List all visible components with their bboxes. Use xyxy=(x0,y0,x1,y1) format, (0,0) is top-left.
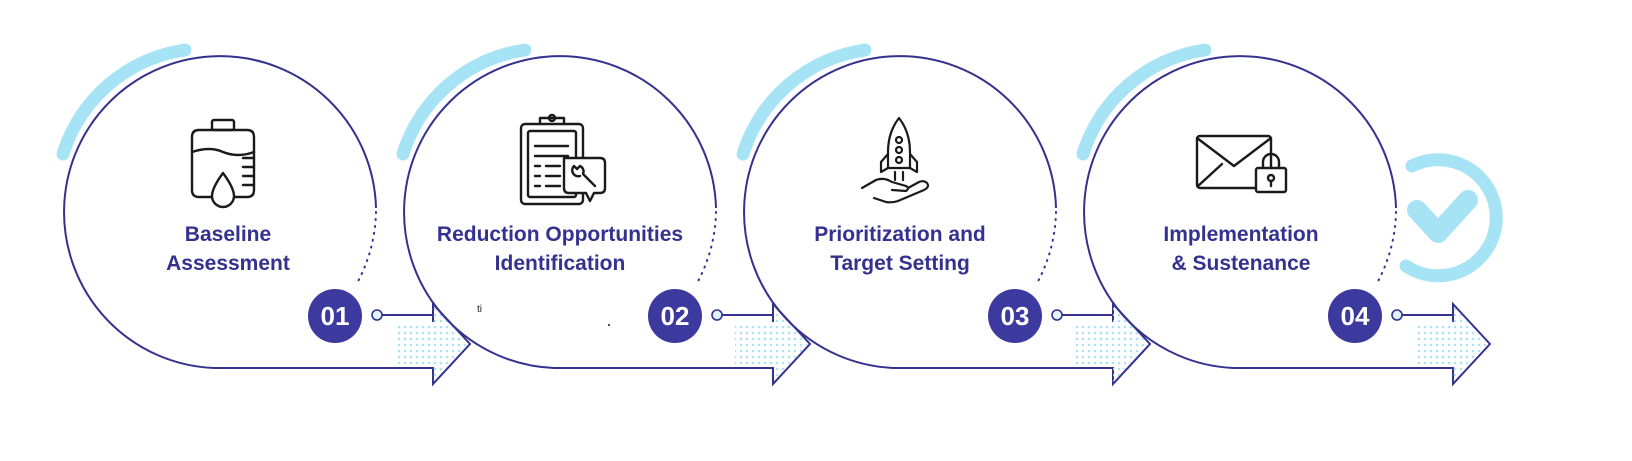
iv-bag-drop-icon xyxy=(190,118,256,209)
step-1: 01 xyxy=(56,43,472,387)
step-2: 02 xyxy=(396,43,812,387)
step-4-title: Implementation & Sustenance xyxy=(1081,220,1401,278)
step-2-arrow-outline xyxy=(403,55,812,387)
step-2-accent-arc xyxy=(396,43,532,161)
step-2-title-line-2: Identification xyxy=(494,252,626,275)
step-3: 03 xyxy=(736,43,1152,387)
step-1-dotted-connector xyxy=(355,211,377,286)
step-4-connector-node xyxy=(1391,309,1403,321)
step-3-title-line-2: Target Setting xyxy=(830,252,970,275)
step-3-accent-arc xyxy=(736,43,872,161)
envelope-lock-icon xyxy=(1195,134,1288,194)
step-1-title-line-1: Baseline xyxy=(184,223,272,246)
step-1-connector-node xyxy=(371,309,383,321)
step-4-number: 04 xyxy=(1341,301,1370,331)
step-1-accent-arc xyxy=(56,43,192,161)
step-4-badge xyxy=(1328,289,1382,343)
step-4-accent-arc xyxy=(1076,43,1212,161)
step-4-title-line-1: Implementation xyxy=(1163,223,1319,246)
step-2-badge xyxy=(648,289,702,343)
step-3-number: 03 xyxy=(1001,301,1030,331)
step-2-title-line-1: Reduction Opportunities xyxy=(436,223,684,246)
stray-dot xyxy=(608,324,610,326)
step-4-dotted-connector xyxy=(1375,211,1397,286)
step-1-arrow-dots xyxy=(395,306,468,382)
step-4-arrow-outline xyxy=(1083,55,1492,387)
step-3-title: Prioritization and Target Setting xyxy=(740,220,1060,278)
checkmark-circle-icon xyxy=(1399,153,1503,283)
step-1-badge xyxy=(308,289,362,343)
step-3-dotted-connector xyxy=(1035,211,1057,286)
step-4-title-line-2: & Sustenance xyxy=(1171,252,1311,275)
step-4-arrow-dots xyxy=(1415,306,1488,382)
clipboard-wrench-icon xyxy=(519,113,607,206)
rocket-hand-icon xyxy=(860,116,930,204)
step-4: 04 xyxy=(1076,43,1492,387)
step-2-number: 02 xyxy=(661,301,690,331)
step-3-arrow-dots xyxy=(1075,306,1148,382)
step-1-arrow-outline xyxy=(63,55,472,387)
step-3-connector-node xyxy=(1051,309,1063,321)
step-3-arrow-outline xyxy=(743,55,1152,387)
step-2-title: Reduction Opportunities Identification xyxy=(400,220,720,278)
step-3-title-line-1: Prioritization and xyxy=(814,223,986,246)
step-3-badge xyxy=(988,289,1042,343)
step-2-arrow-dots xyxy=(735,306,808,382)
step-2-connector-node xyxy=(711,309,723,321)
step-2-dotted-connector xyxy=(695,211,717,286)
step-1-title-line-2: Assessment xyxy=(166,252,290,275)
step-1-title: Baseline Assessment xyxy=(68,220,388,278)
step-1-number: 01 xyxy=(321,301,350,331)
stray-text: ti xyxy=(477,304,482,315)
